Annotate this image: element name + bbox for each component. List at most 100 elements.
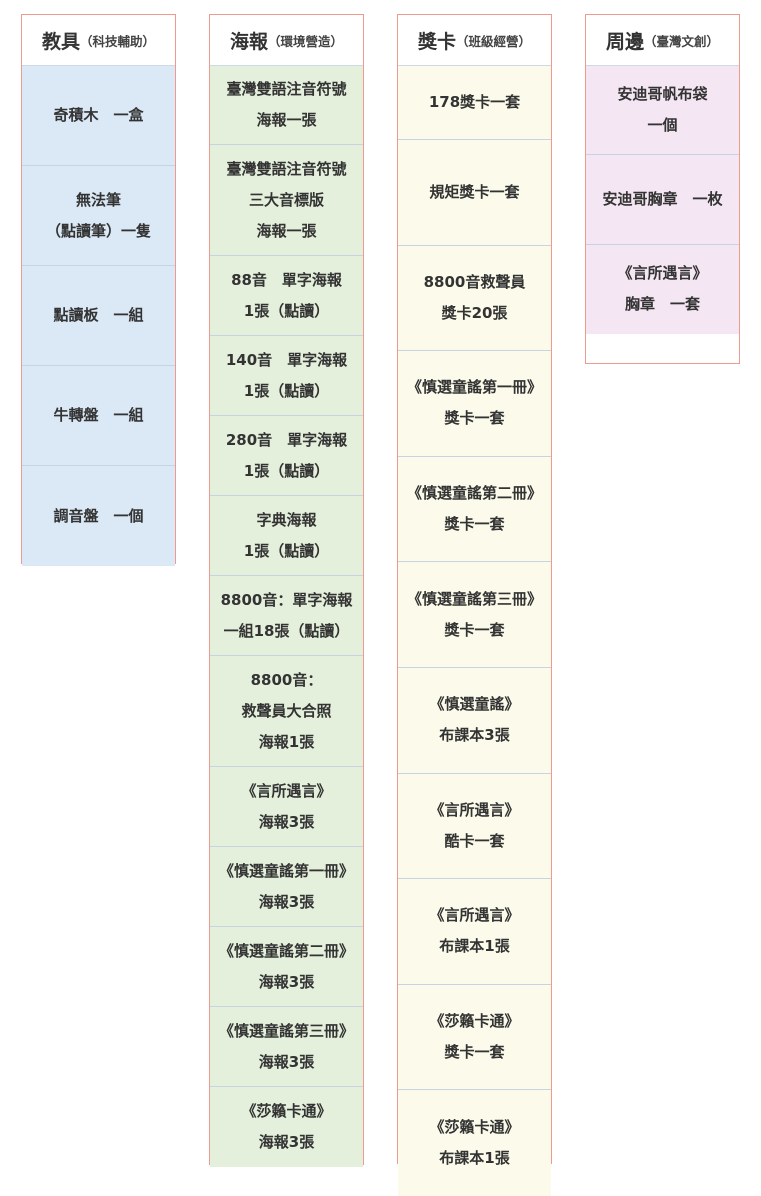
item-text: 安迪哥帆布袋一個: [617, 79, 707, 141]
item-text: 《慎選童謠第二冊》獎卡一套: [407, 478, 542, 540]
item-line: 獎卡一套: [444, 620, 505, 639]
item-text: 《慎選童謠第一冊》海報3張: [219, 856, 354, 918]
list-item: 178獎卡一套: [398, 66, 551, 140]
list-item: 安迪哥胸章 一枚: [586, 155, 739, 245]
column-title: 海報: [229, 30, 268, 53]
item-text: 280音 單字海報 1張（點讀）: [226, 425, 347, 487]
item-line: 布課本3張: [439, 726, 510, 745]
item-line: 1張（點讀）: [243, 381, 330, 400]
item-line: 海報1張: [258, 732, 315, 751]
list-item: 《慎選童謠第三冊》獎卡一套: [398, 562, 551, 668]
column-header: 教具（科技輔助）: [22, 15, 175, 66]
list-item: 《莎籟卡通》布課本1張: [398, 1090, 551, 1196]
item-line: 三大音標版: [248, 190, 324, 209]
item-line: 規矩獎卡一套: [429, 182, 520, 201]
list-item: 《慎選童謠第二冊》海報3張: [210, 927, 363, 1007]
item-line: 8800音：單字海報: [220, 590, 353, 609]
list-item: 無法筆 （點讀筆）一隻: [22, 166, 175, 266]
list-item: 《言所遇言》酷卡一套: [398, 773, 551, 880]
list-item: 88音 單字海報 1張（點讀）: [210, 256, 363, 336]
list-item: 《慎選童謠第一冊》獎卡一套: [398, 351, 551, 457]
item-text: 8800音：單字海報一組18張（點讀）: [221, 585, 353, 647]
item-line: 《慎選童謠第三冊》: [218, 1021, 354, 1040]
item-text: 《言所遇言》胸章 一套: [617, 258, 707, 320]
item-text: 牛轉盤 一組: [53, 400, 143, 431]
item-line: 胸章 一套: [624, 295, 700, 314]
item-text: 《莎籟卡通》海報3張: [241, 1096, 331, 1158]
list-item: 《慎選童謠》布課本3張: [398, 667, 551, 774]
item-text: 安迪哥胸章 一枚: [602, 184, 722, 215]
item-text: 8800音：救聲員大合照海報1張: [241, 665, 331, 758]
item-line: 1張（點讀）: [243, 541, 330, 560]
item-line: 海報一張: [256, 221, 317, 240]
item-line: 一組18張（點讀）: [223, 621, 350, 640]
item-line: 奇積木 一盒: [53, 106, 144, 124]
item-line: 字典海報: [256, 510, 317, 529]
list-item: 140音 單字海報 1張（點讀）: [210, 336, 363, 416]
list-item: 《莎籟卡通》獎卡一套: [398, 984, 551, 1091]
item-line: 《莎籟卡通》: [429, 1118, 520, 1137]
item-line: 《言所遇言》: [241, 781, 332, 800]
item-line: 海報3張: [258, 892, 315, 911]
item-text: 140音 單字海報 1張（點讀）: [226, 345, 347, 407]
list-item: 280音 單字海報 1張（點讀）: [210, 416, 363, 496]
item-text: 無法筆 （點讀筆）一隻: [46, 185, 151, 247]
list-item: 奇積木 一盒: [22, 66, 175, 166]
item-line: 《莎籟卡通》: [429, 1012, 520, 1031]
list-item: 《慎選童謠第二冊》獎卡一套: [398, 456, 551, 563]
column-header: 海報（環境營造）: [210, 15, 363, 66]
item-line: 一個: [647, 116, 678, 135]
item-line: 178獎卡一套: [428, 93, 521, 111]
item-line: 布課本1張: [439, 1149, 510, 1168]
item-text: 《言所遇言》海報3張: [241, 776, 331, 838]
item-text: 178獎卡一套: [429, 87, 520, 118]
item-line: 《慎選童謠第三冊》: [406, 589, 542, 608]
item-line: 調音盤 一個: [53, 506, 144, 525]
list-item: 《慎選童謠第三冊》海報3張: [210, 1007, 363, 1087]
list-item: 安迪哥帆布袋一個: [586, 66, 739, 156]
column-title: 獎卡: [417, 30, 456, 53]
item-text: 《慎選童謠第二冊》海報3張: [219, 936, 354, 998]
column-header: 獎卡（班級經營）: [398, 15, 551, 66]
item-line: 1張（點讀）: [243, 301, 330, 320]
item-line: 《慎選童謠第一冊》: [406, 378, 542, 397]
item-line: 140音 單字海報: [225, 350, 348, 369]
item-line: 酷卡一套: [444, 831, 505, 850]
list-item: 點讀板 一組: [22, 266, 175, 366]
item-text: 《莎籟卡通》布課本1張: [429, 1112, 519, 1174]
item-line: 獎卡一套: [444, 1043, 505, 1062]
item-line: 海報3張: [258, 1052, 315, 1071]
list-item: 臺灣雙語注音符號三大音標版海報一張: [210, 145, 363, 256]
item-line: 《言所遇言》: [617, 264, 708, 283]
column-subtitle: （環境營造）: [268, 33, 344, 49]
item-text: 規矩獎卡一套: [429, 177, 519, 208]
item-line: 獎卡一套: [444, 409, 505, 428]
item-text: 字典海報 1張（點讀）: [244, 505, 329, 567]
item-line: （點讀筆）一隻: [45, 221, 151, 240]
item-line: 280音 單字海報: [225, 430, 348, 449]
item-line: 牛轉盤 一組: [53, 406, 144, 424]
list-item: 《慎選童謠第一冊》海報3張: [210, 847, 363, 927]
item-text: 《莎籟卡通》獎卡一套: [429, 1006, 519, 1068]
column-subtitle: （班級經營）: [456, 33, 532, 49]
column-teaching-aids: 教具（科技輔助） 奇積木 一盒無法筆 （點讀筆）一隻點讀板 一組牛轉盤 一組調音盤…: [21, 14, 176, 566]
item-text: 臺灣雙語注音符號三大音標版海報一張: [226, 154, 346, 247]
item-line: 點讀板 一組: [53, 306, 144, 324]
item-line: 88音 單字海報: [231, 270, 342, 289]
column-subtitle: （臺灣文創）: [644, 33, 720, 49]
item-line: 1張（點讀）: [243, 461, 330, 480]
item-text: 《慎選童謠第一冊》獎卡一套: [407, 372, 542, 434]
item-line: 《慎選童謠第二冊》: [218, 941, 354, 960]
item-line: 安迪哥帆布袋: [617, 85, 708, 104]
item-line: 無法筆: [75, 190, 121, 209]
list-item: 規矩獎卡一套: [398, 140, 551, 246]
list-item: 字典海報 1張（點讀）: [210, 496, 363, 576]
item-text: 88音 單字海報 1張（點讀）: [231, 265, 342, 327]
list-item: 《言所遇言》胸章 一套: [586, 244, 739, 334]
item-line: 救聲員大合照: [241, 701, 332, 720]
column-title: 周邊: [605, 30, 644, 53]
list-item: 8800音：救聲員大合照海報1張: [210, 656, 363, 767]
item-line: 臺灣雙語注音符號: [226, 80, 347, 98]
item-line: 海報3張: [258, 972, 315, 991]
